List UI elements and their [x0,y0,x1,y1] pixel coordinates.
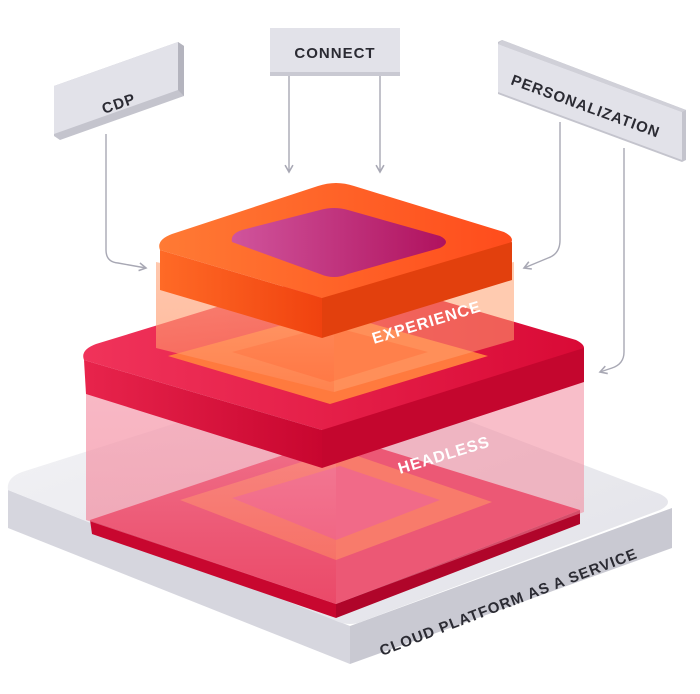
personalization-arrow-left [522,122,561,270]
experience-inner-well [231,208,446,277]
headless-bottom-slab-right [336,510,580,618]
headless-top-right-front [322,348,584,468]
headless-top-left-front [84,360,322,468]
personalization-arrow-right [598,148,625,375]
headless-glass-left [86,372,336,604]
personalization-box: PERSONALIZATION [498,40,686,162]
cdp-arrow [105,134,148,272]
experience-right-front [322,242,512,338]
experience-layer: EXPERIENCE [156,183,514,392]
connect-label: CONNECT [294,45,375,62]
connect-box: CONNECT [270,28,400,76]
cdp-box: CDP [54,42,184,140]
base-right-face [350,508,672,664]
headless-glass-right [336,352,584,604]
experience-left-front [160,250,322,338]
headless-bottom-slab-front [90,520,336,618]
arrows [105,76,625,375]
